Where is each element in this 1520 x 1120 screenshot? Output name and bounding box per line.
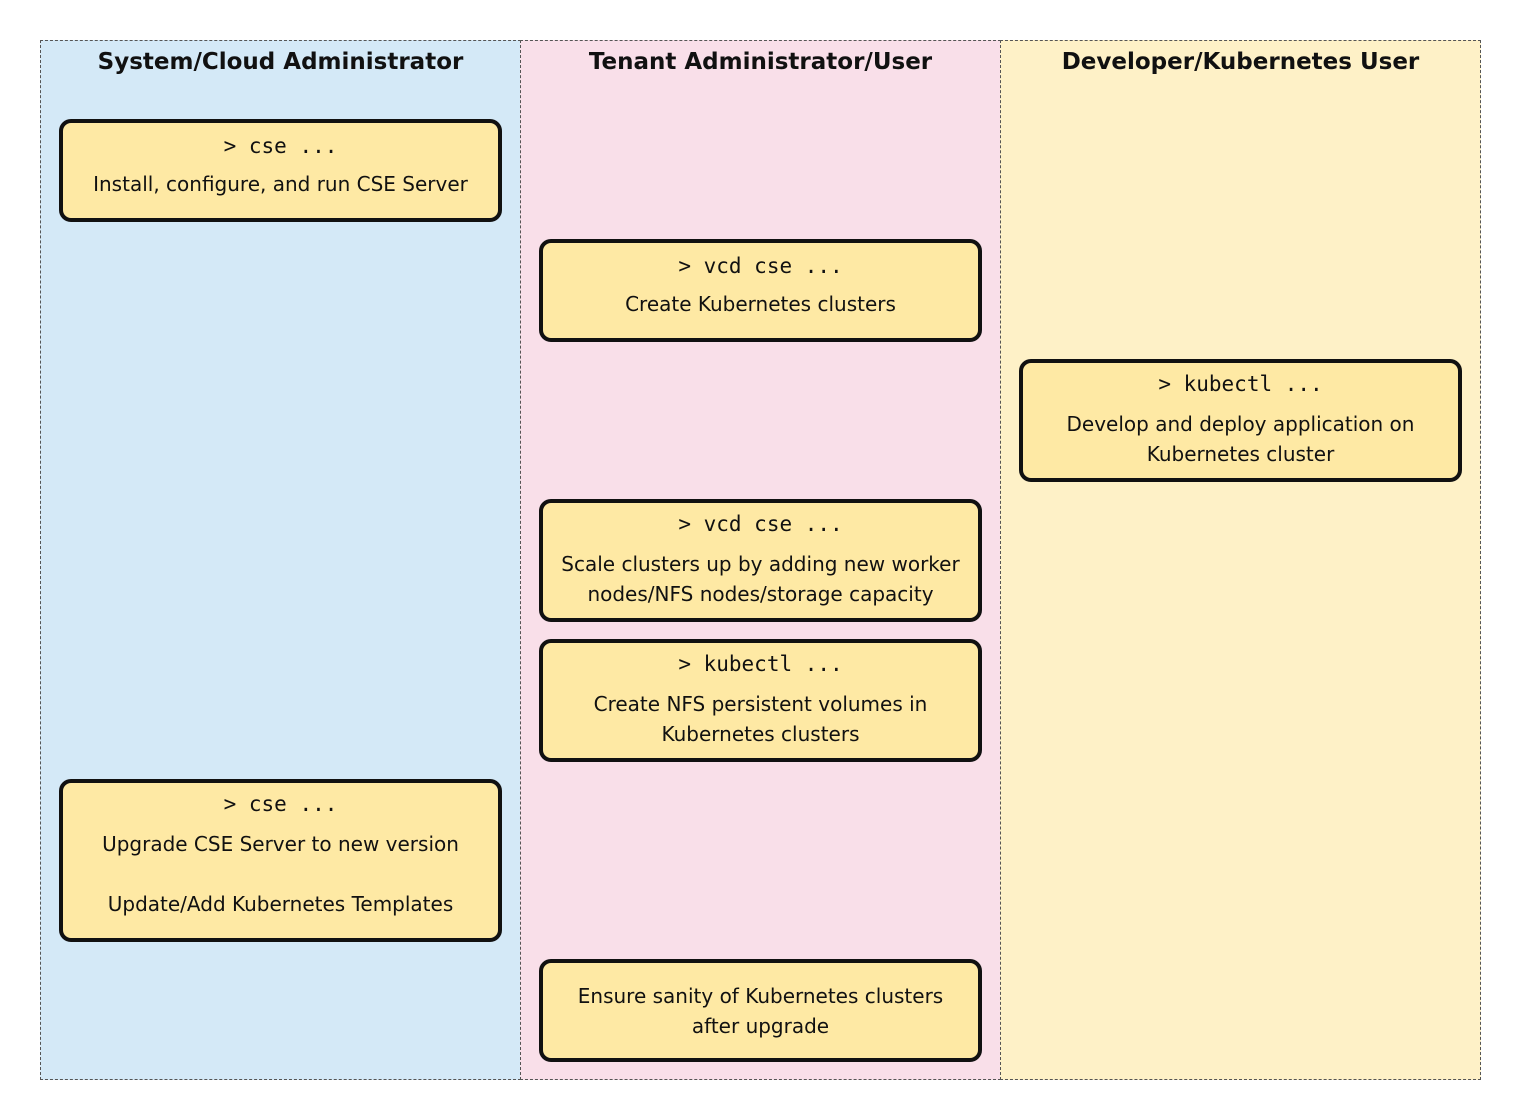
tenant-sanity-box: Ensure sanity of Kubernetes clusters aft… bbox=[539, 959, 982, 1062]
admin-upgrade-box: > cse ... Upgrade CSE Server to new vers… bbox=[59, 779, 502, 942]
description-text: Install, configure, and run CSE Server bbox=[93, 172, 468, 196]
description-text: Scale clusters up by adding new worker bbox=[561, 552, 960, 576]
developer-deploy-box: > kubectl ... Develop and deploy applica… bbox=[1019, 359, 1462, 482]
description-text: Update/Add Kubernetes Templates bbox=[107, 892, 454, 916]
description-text: Ensure sanity of Kubernetes clusters bbox=[577, 983, 944, 1008]
description-text: Kubernetes cluster bbox=[1146, 442, 1335, 466]
command-text: > vcd cse ... bbox=[678, 254, 843, 278]
description-text: Create NFS persistent volumes in bbox=[593, 692, 928, 716]
command-text: > cse ... bbox=[223, 792, 338, 816]
description-text: after upgrade bbox=[691, 1013, 830, 1038]
description-text: nodes/NFS nodes/storage capacity bbox=[587, 582, 934, 606]
command-text: > kubectl ... bbox=[678, 652, 843, 676]
tenant-nfs-box: > kubectl ... Create NFS persistent volu… bbox=[539, 639, 982, 762]
description-text: Upgrade CSE Server to new version bbox=[102, 832, 459, 856]
lane-title: System/Cloud Administrator bbox=[97, 49, 464, 75]
description-text: Kubernetes clusters bbox=[661, 722, 860, 746]
admin-install-box: > cse ... Install, configure, and run CS… bbox=[59, 119, 502, 222]
lane-title: Developer/Kubernetes User bbox=[1061, 49, 1420, 75]
lane-title: Tenant Administrator/User bbox=[588, 49, 933, 75]
command-text: > vcd cse ... bbox=[678, 512, 843, 536]
tenant-scale-box: > vcd cse ... Scale clusters up by addin… bbox=[539, 499, 982, 622]
command-text: > cse ... bbox=[223, 134, 338, 158]
lane-developer-kubernetes-user: Developer/Kubernetes User bbox=[1000, 40, 1481, 1080]
description-text: Develop and deploy application on bbox=[1066, 412, 1415, 436]
description-text: Create Kubernetes clusters bbox=[625, 292, 896, 316]
tenant-create-box: > vcd cse ... Create Kubernetes clusters bbox=[539, 239, 982, 342]
command-text: > kubectl ... bbox=[1158, 372, 1323, 396]
